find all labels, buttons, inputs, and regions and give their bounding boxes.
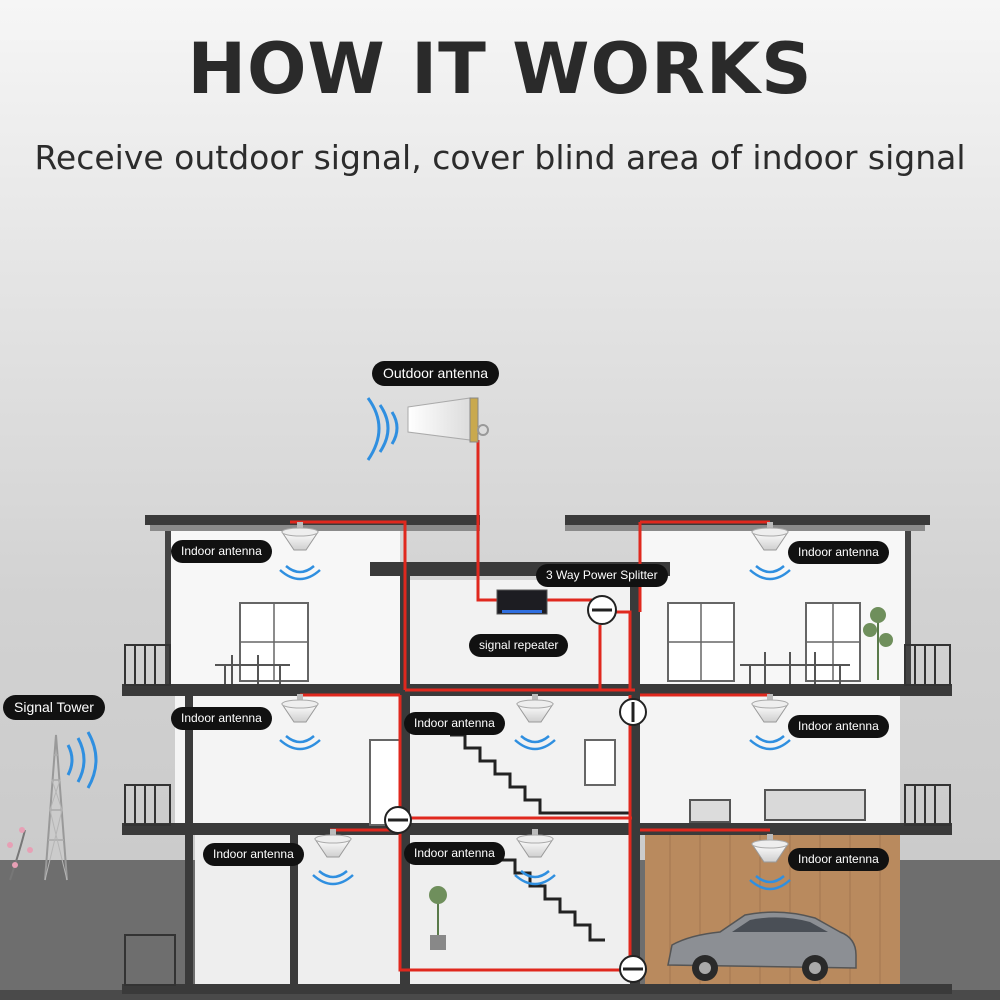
signal-tower-icon	[44, 731, 98, 881]
splitter-icon	[587, 595, 617, 625]
power-splitter-label: 3 Way Power Splitter	[536, 564, 668, 587]
coax-cable	[290, 440, 770, 972]
indoor-antenna-label: Indoor antenna	[404, 712, 505, 735]
page-subtitle: Receive outdoor signal, cover blind area…	[34, 138, 966, 177]
antenna-panel-icon	[366, 397, 489, 461]
signal-tower-label: Signal Tower	[3, 695, 105, 720]
connector-icon	[384, 698, 647, 983]
indoor-antenna-label: Indoor antenna	[203, 843, 304, 866]
indoor-antenna-label: Indoor antenna	[788, 848, 889, 871]
signal-repeater-label: signal repeater	[469, 634, 569, 657]
car-icon	[667, 911, 857, 981]
plant-icon	[429, 607, 893, 950]
indoor-antenna-label: Indoor antenna	[171, 540, 272, 563]
indoor-antenna-label: Indoor antenna	[171, 707, 272, 730]
outdoor-antenna-label: Outdoor antenna	[372, 361, 500, 386]
repeater-icon	[496, 589, 548, 615]
staircase	[450, 733, 630, 942]
indoor-antenna-label: Indoor antenna	[788, 715, 889, 738]
page-title: HOW IT WORKS	[187, 28, 813, 110]
tree-blossom	[7, 827, 33, 881]
indoor-antenna-label: Indoor antenna	[404, 842, 505, 865]
indoor-antenna-label: Indoor antenna	[788, 541, 889, 564]
